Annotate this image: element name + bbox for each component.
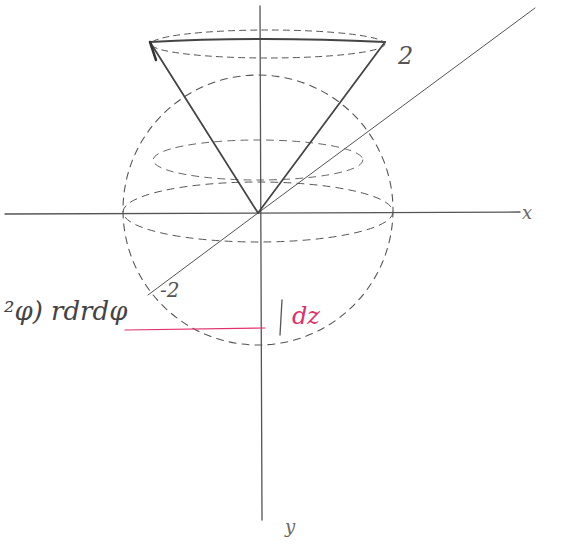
axis-value: 2 [398,44,413,68]
integral-differential: dz [292,304,320,328]
axis-name: x [522,204,532,222]
axis-name: y [285,518,295,536]
integral-expression: ²φ) rdrdφ [4,298,127,324]
axis-value: -2 [160,280,179,300]
